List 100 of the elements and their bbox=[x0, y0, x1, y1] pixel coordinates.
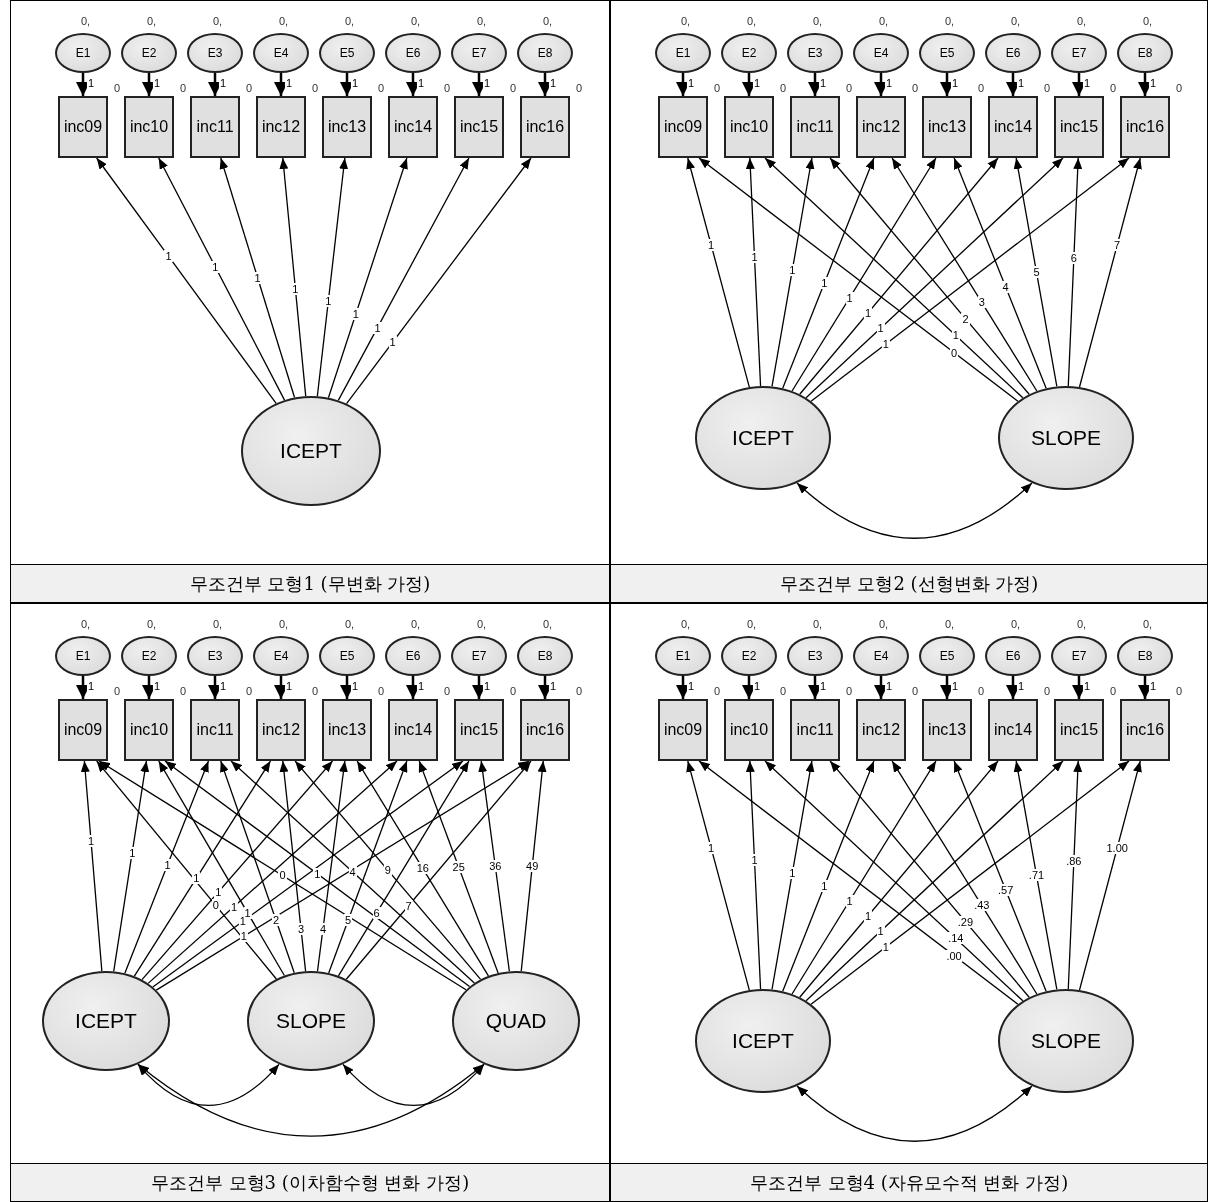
double-headed-arrow bbox=[796, 482, 1033, 539]
path-coefficient: 7 bbox=[1113, 239, 1122, 252]
path-coefficient: 1 bbox=[818, 76, 828, 89]
path-coefficient: 1 bbox=[548, 679, 558, 692]
intercept-label: 0 bbox=[575, 685, 582, 697]
arrow bbox=[1067, 157, 1083, 387]
arrow bbox=[328, 760, 408, 974]
variable-label: E4 bbox=[273, 46, 289, 60]
path-coefficient: 1 bbox=[164, 250, 173, 263]
intercept-label: 0 bbox=[311, 685, 318, 697]
table-cell bbox=[10, 603, 610, 1202]
path-coefficient: 1 bbox=[881, 338, 890, 351]
path-coefficient: 3 bbox=[296, 922, 306, 935]
path-coefficient: 1 bbox=[864, 306, 873, 319]
variance-label: 0, bbox=[213, 15, 223, 27]
arrow bbox=[1078, 760, 1142, 991]
arrow bbox=[294, 760, 482, 980]
arrow bbox=[805, 157, 1064, 399]
arrow bbox=[805, 760, 1064, 1002]
variable-label: inc13 bbox=[327, 118, 367, 136]
path-coefficient: 6 bbox=[1069, 252, 1078, 265]
variance-label: 0, bbox=[279, 15, 289, 27]
intercept-label: 0 bbox=[1043, 685, 1050, 697]
variance-label: 0, bbox=[477, 618, 487, 630]
path-coefficient: 1 bbox=[350, 76, 360, 89]
path-coefficient: 1 bbox=[752, 679, 762, 692]
path-coefficient: .29 bbox=[956, 915, 975, 928]
path-coefficient: 1 bbox=[482, 679, 492, 692]
arrow bbox=[771, 157, 815, 388]
path-coefficient: 1 bbox=[229, 900, 239, 913]
variable-label: E6 bbox=[405, 46, 421, 60]
variable-label: inc16 bbox=[1125, 118, 1165, 136]
path-coefficient: 1 bbox=[818, 679, 828, 692]
arrow bbox=[337, 157, 470, 401]
intercept-label: 0 bbox=[509, 82, 516, 94]
path-coefficient: 1 bbox=[950, 76, 960, 89]
path-coefficient: 1 bbox=[884, 76, 894, 89]
path-coefficient: 1 bbox=[686, 76, 696, 89]
path-coefficient: 1 bbox=[128, 846, 137, 859]
path-coefficient: .86 bbox=[1065, 855, 1083, 868]
double-headed-arrow bbox=[796, 1085, 1033, 1142]
variable-label: inc12 bbox=[861, 721, 901, 739]
double-headed-arrow bbox=[137, 1063, 280, 1107]
path-coefficient: 1 bbox=[845, 291, 854, 304]
path-coefficient: .14 bbox=[947, 932, 965, 945]
arrow bbox=[158, 157, 286, 401]
variable-label: E7 bbox=[471, 649, 487, 663]
variable-label: inc16 bbox=[525, 118, 565, 136]
variable-label: inc16 bbox=[1125, 721, 1165, 739]
path-coefficient: 1 bbox=[1148, 76, 1158, 89]
path-coefficient: 1 bbox=[214, 886, 223, 899]
variable-label: E1 bbox=[675, 649, 691, 663]
variance-label: 0, bbox=[81, 618, 91, 630]
variable-label: inc15 bbox=[1059, 721, 1099, 739]
intercept-label: 0 bbox=[245, 82, 252, 94]
variable-label: inc15 bbox=[1059, 118, 1099, 136]
path-coefficient: 1 bbox=[163, 859, 172, 871]
path-coefficient: 1 bbox=[324, 294, 333, 307]
path-coefficient: 1 bbox=[951, 329, 960, 342]
intercept-label: 0 bbox=[377, 82, 384, 94]
variance-label: 0, bbox=[1011, 618, 1021, 630]
variable-label: inc12 bbox=[261, 118, 301, 136]
variable-label: inc10 bbox=[129, 118, 169, 136]
variance-label: 0, bbox=[879, 618, 889, 630]
variable-label: inc09 bbox=[63, 118, 103, 136]
variance-label: 0, bbox=[747, 618, 757, 630]
path-coefficient: 1 bbox=[152, 76, 162, 89]
variance-label: 0, bbox=[681, 618, 691, 630]
arrow bbox=[219, 157, 296, 399]
path-coefficient: 1 bbox=[313, 867, 322, 880]
variable-label: E2 bbox=[141, 46, 157, 60]
arrow bbox=[141, 760, 334, 981]
path-coefficient: 4 bbox=[1001, 280, 1010, 293]
factor-label: SLOPE bbox=[1030, 426, 1101, 450]
intercept-label: 0 bbox=[977, 82, 984, 94]
path-coefficient: 1 bbox=[1148, 679, 1158, 692]
variable-label: inc13 bbox=[927, 721, 967, 739]
variable-label: inc15 bbox=[459, 118, 499, 136]
variance-label: 0, bbox=[411, 15, 421, 27]
path-coefficient: 7 bbox=[404, 899, 413, 912]
arrow bbox=[791, 157, 937, 392]
path-coefficient: 1 bbox=[876, 925, 885, 938]
path-coefficient: .57 bbox=[997, 883, 1015, 896]
variable-label: inc11 bbox=[796, 118, 834, 136]
arrow bbox=[953, 760, 1047, 992]
variance-label: 0, bbox=[1011, 15, 1021, 27]
variable-label: inc16 bbox=[525, 721, 565, 739]
path-coefficient: 1 bbox=[707, 239, 716, 252]
variable-label: inc13 bbox=[927, 118, 967, 136]
arrow bbox=[96, 157, 277, 404]
variable-label: inc12 bbox=[261, 721, 301, 739]
variable-label: E8 bbox=[1137, 46, 1153, 60]
intercept-label: 0 bbox=[713, 82, 720, 94]
arrow bbox=[230, 760, 475, 984]
path-coefficient: 1 bbox=[373, 321, 382, 334]
path-coefficient: 1 bbox=[884, 679, 894, 692]
factor-label: QUAD bbox=[485, 1009, 547, 1033]
intercept-label: 0 bbox=[245, 685, 252, 697]
panel-caption: 무조건부 모형3 (이차함수형 변화 가정) bbox=[11, 1163, 609, 1201]
variance-label: 0, bbox=[813, 15, 823, 27]
